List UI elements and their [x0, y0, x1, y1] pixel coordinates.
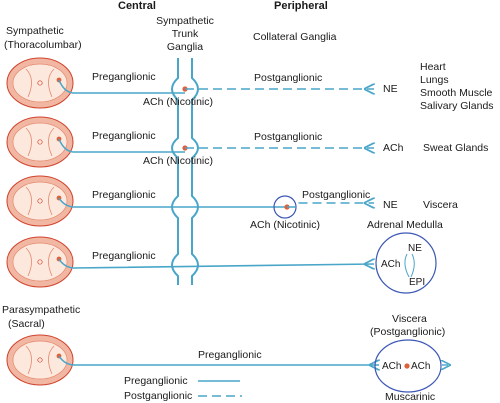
header-central: Central — [118, 0, 156, 12]
muscarinic-label: Muscarinic — [385, 391, 435, 403]
ganglion-label-1: ACh (Nicotinic) — [143, 96, 213, 108]
pre-label-3: Preganglionic — [92, 189, 156, 201]
medulla-ne: NE — [408, 243, 422, 254]
trunk-label-1: Sympathetic — [156, 15, 214, 27]
ganglion-label-2: ACh (Nicotinic) — [143, 155, 213, 167]
adrenal-medulla-label: Adrenal Medulla — [367, 219, 443, 231]
trunk-left-line — [171, 58, 179, 285]
spinal-cord-2 — [6, 116, 74, 168]
sacral-label: (Sacral) — [8, 318, 45, 330]
para-ganglion-cell — [404, 363, 410, 369]
post-label-2: Postganglionic — [254, 131, 322, 143]
para-ganglion-circle — [374, 339, 442, 393]
transmitter-3: NE — [383, 199, 398, 211]
viscera-label: Viscera — [392, 313, 427, 325]
pre-fiber-4 — [58, 259, 374, 268]
spinal-cord-5 — [6, 334, 74, 386]
target-salivary-glands: Salivary Glands — [420, 100, 494, 112]
para-pre-label: Preganglionic — [198, 349, 262, 361]
medulla-ach: ACh — [381, 259, 400, 270]
legend-pre-label: Preganglionic — [124, 375, 188, 387]
parasympathetic-label: Parasympathetic — [2, 304, 80, 316]
postganglionic-paren-label: (Postganglionic) — [370, 326, 445, 338]
thoracolumbar-label: (Thoracolumbar) — [4, 39, 82, 51]
post-label-3: Postganglionic — [302, 189, 370, 201]
post-fiber-3 — [287, 203, 374, 207]
pre-fiber-1 — [58, 79, 185, 94]
spinal-cord-4 — [6, 236, 74, 288]
trunk-label-2: Trunk — [172, 28, 199, 40]
para-ach-left: ACh — [382, 361, 401, 372]
transmitter-2: ACh — [383, 142, 404, 154]
transmitter-1: NE — [383, 83, 398, 95]
legend-post-label: Postganglionic — [124, 390, 192, 402]
adrenal-medulla-circle — [375, 232, 437, 294]
target-smooth-muscle: Smooth Muscle — [420, 87, 493, 99]
target-heart: Heart — [420, 61, 446, 73]
pre-fiber-2 — [58, 138, 185, 153]
pre-label-2: Preganglionic — [92, 130, 156, 142]
trunk-right-line — [191, 58, 199, 285]
post-label-1: Postganglionic — [254, 72, 322, 84]
target-viscera: Viscera — [423, 199, 458, 211]
spinal-cord-1 — [6, 57, 74, 109]
medulla-chromaffin — [404, 253, 415, 278]
ganglion-label-3: ACh (Nicotinic) — [250, 219, 320, 231]
header-peripheral: Peripheral — [274, 0, 328, 12]
collateral-ganglia-label: Collateral Ganglia — [253, 31, 337, 43]
para-pre-fiber — [58, 355, 379, 365]
target-lungs: Lungs — [420, 74, 449, 86]
target-sweat-glands: Sweat Glands — [423, 142, 488, 154]
spinal-cord-3 — [6, 175, 74, 227]
sympathetic-label: Sympathetic — [6, 25, 64, 37]
pre-label-4: Preganglionic — [92, 250, 156, 262]
para-ach-right: ACh — [411, 361, 430, 372]
pre-fiber-3 — [58, 197, 287, 208]
medulla-epi: EPI — [409, 277, 425, 288]
trunk-label-3: Ganglia — [167, 41, 203, 53]
pre-label-1: Preganglionic — [92, 71, 156, 83]
